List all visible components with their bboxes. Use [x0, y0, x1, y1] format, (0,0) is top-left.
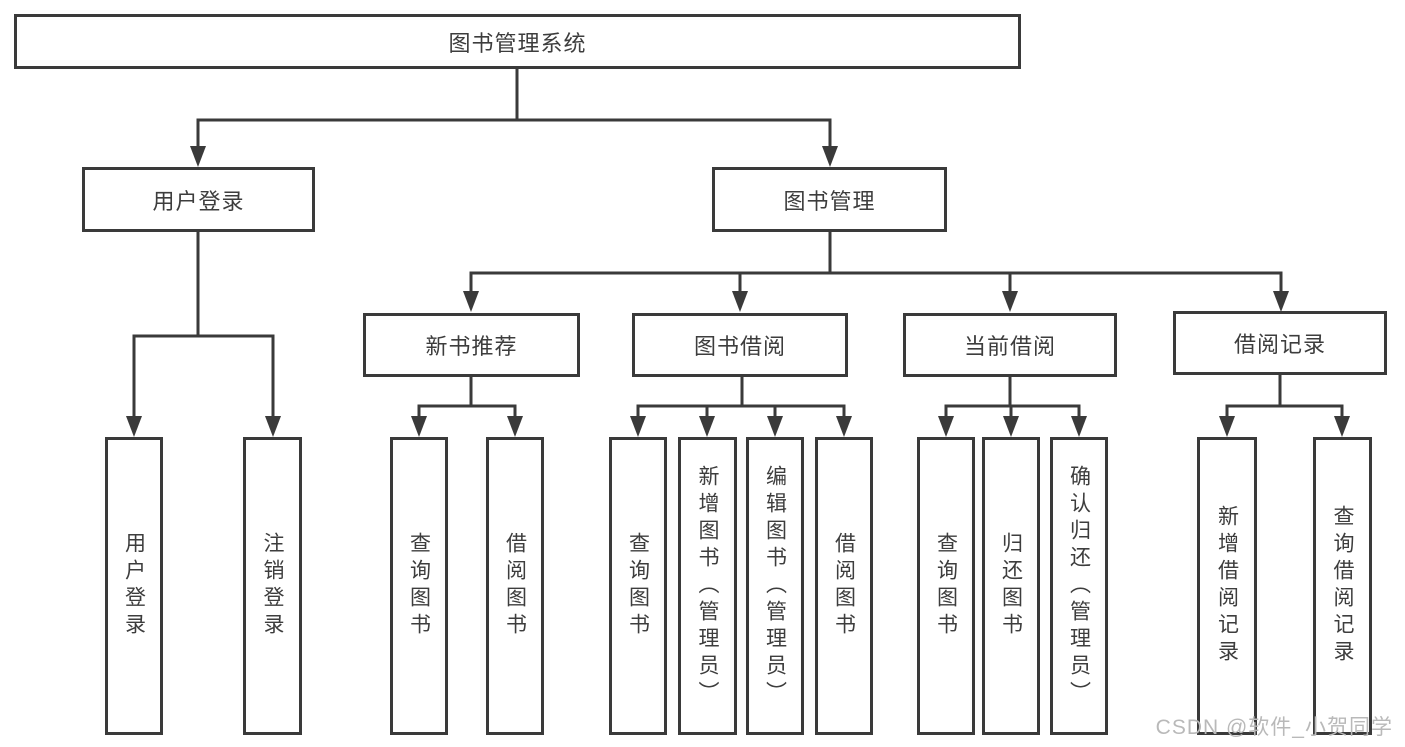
node-label: 查询图书 — [626, 532, 650, 640]
node-leaf-query-book-3: 查询图书 — [917, 437, 975, 735]
node-label: 归还图书 — [999, 532, 1023, 640]
watermark: CSDN @软件_小贺同学 — [1155, 716, 1393, 739]
node-leaf-borrow-book-1: 借阅图书 — [486, 437, 544, 735]
node-label: 注销登录 — [261, 532, 285, 640]
node-book-management: 图书管理 — [712, 167, 947, 232]
node-leaf-confirm-return: 确认归还（管理员） — [1050, 437, 1108, 735]
node-book-borrowing: 图书借阅 — [632, 313, 848, 377]
node-label: 图书管理 — [783, 188, 876, 214]
node-leaf-query-book-1: 查询图书 — [390, 437, 448, 735]
node-label: 用户登录 — [152, 188, 245, 214]
node-user-login: 用户登录 — [82, 167, 315, 232]
node-leaf-query-book-2: 查询图书 — [609, 437, 667, 735]
node-leaf-add-book-admin: 新增图书（管理员） — [678, 437, 737, 735]
node-leaf-edit-book-admin: 编辑图书（管理员） — [746, 437, 804, 735]
node-label: 借阅图书 — [503, 532, 527, 640]
node-leaf-return-book: 归还图书 — [982, 437, 1040, 735]
node-label: 新增借阅记录 — [1215, 505, 1239, 667]
node-label: 确认归还（管理员） — [1067, 464, 1091, 708]
node-label: 查询图书 — [407, 532, 431, 640]
node-new-book-recommend: 新书推荐 — [363, 313, 580, 377]
node-leaf-query-borrow-record: 查询借阅记录 — [1313, 437, 1372, 735]
node-current-borrowing: 当前借阅 — [903, 313, 1117, 377]
node-root: 图书管理系统 — [14, 14, 1021, 69]
node-label: 图书管理系统 — [448, 30, 587, 56]
node-label: 用户登录 — [122, 532, 146, 640]
node-label: 图书借阅 — [693, 334, 786, 359]
node-label: 查询图书 — [934, 532, 958, 640]
node-leaf-add-borrow-record: 新增借阅记录 — [1197, 437, 1257, 735]
node-label: 借阅图书 — [832, 532, 856, 640]
node-leaf-user-login: 用户登录 — [105, 437, 163, 735]
node-label: 当前借阅 — [963, 334, 1056, 359]
node-label: 借阅记录 — [1233, 332, 1326, 357]
node-borrowing-records: 借阅记录 — [1173, 311, 1387, 375]
node-label: 编辑图书（管理员） — [763, 464, 787, 708]
node-leaf-borrow-book-2: 借阅图书 — [815, 437, 873, 735]
node-leaf-logout: 注销登录 — [243, 437, 302, 735]
node-label: 新增图书（管理员） — [696, 464, 720, 708]
node-label: 查询借阅记录 — [1331, 505, 1355, 667]
node-label: 新书推荐 — [425, 334, 518, 359]
